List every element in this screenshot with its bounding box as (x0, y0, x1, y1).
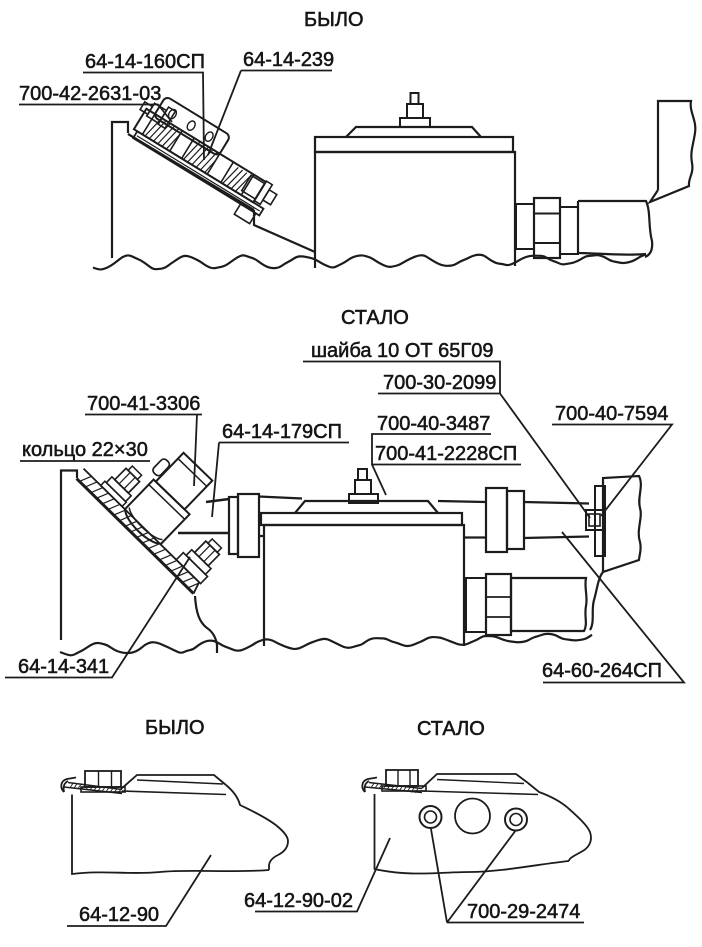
svg-text:СТАЛО: СТАЛО (417, 718, 485, 740)
svg-text:700-29-2474: 700-29-2474 (467, 901, 580, 923)
svg-text:БЫЛО: БЫЛО (145, 717, 205, 739)
svg-text:700-41-3306: 700-41-3306 (87, 393, 200, 415)
svg-text:700-40-7594: 700-40-7594 (555, 403, 668, 425)
svg-text:700-30-2099: 700-30-2099 (383, 372, 496, 394)
svg-text:СТАЛО: СТАЛО (341, 307, 409, 329)
svg-text:64-14-341: 64-14-341 (18, 656, 109, 678)
svg-text:64-14-179СП: 64-14-179СП (222, 421, 342, 443)
svg-text:64-12-90: 64-12-90 (79, 904, 159, 926)
svg-text:700-42-2631-03: 700-42-2631-03 (19, 83, 161, 105)
svg-text:БЫЛО: БЫЛО (304, 9, 364, 31)
svg-text:700-41-2228СП: 700-41-2228СП (375, 443, 517, 465)
svg-text:64-14-160СП: 64-14-160СП (85, 51, 205, 73)
svg-text:700-40-3487: 700-40-3487 (377, 413, 490, 435)
svg-text:64-60-264СП: 64-60-264СП (542, 660, 662, 682)
svg-text:64-12-90-02: 64-12-90-02 (244, 890, 353, 912)
svg-text:кольцо 22×30: кольцо 22×30 (22, 439, 148, 461)
svg-text:шайба 10 ОТ 65Г09: шайба 10 ОТ 65Г09 (311, 340, 493, 362)
svg-text:64-14-239: 64-14-239 (243, 49, 334, 71)
